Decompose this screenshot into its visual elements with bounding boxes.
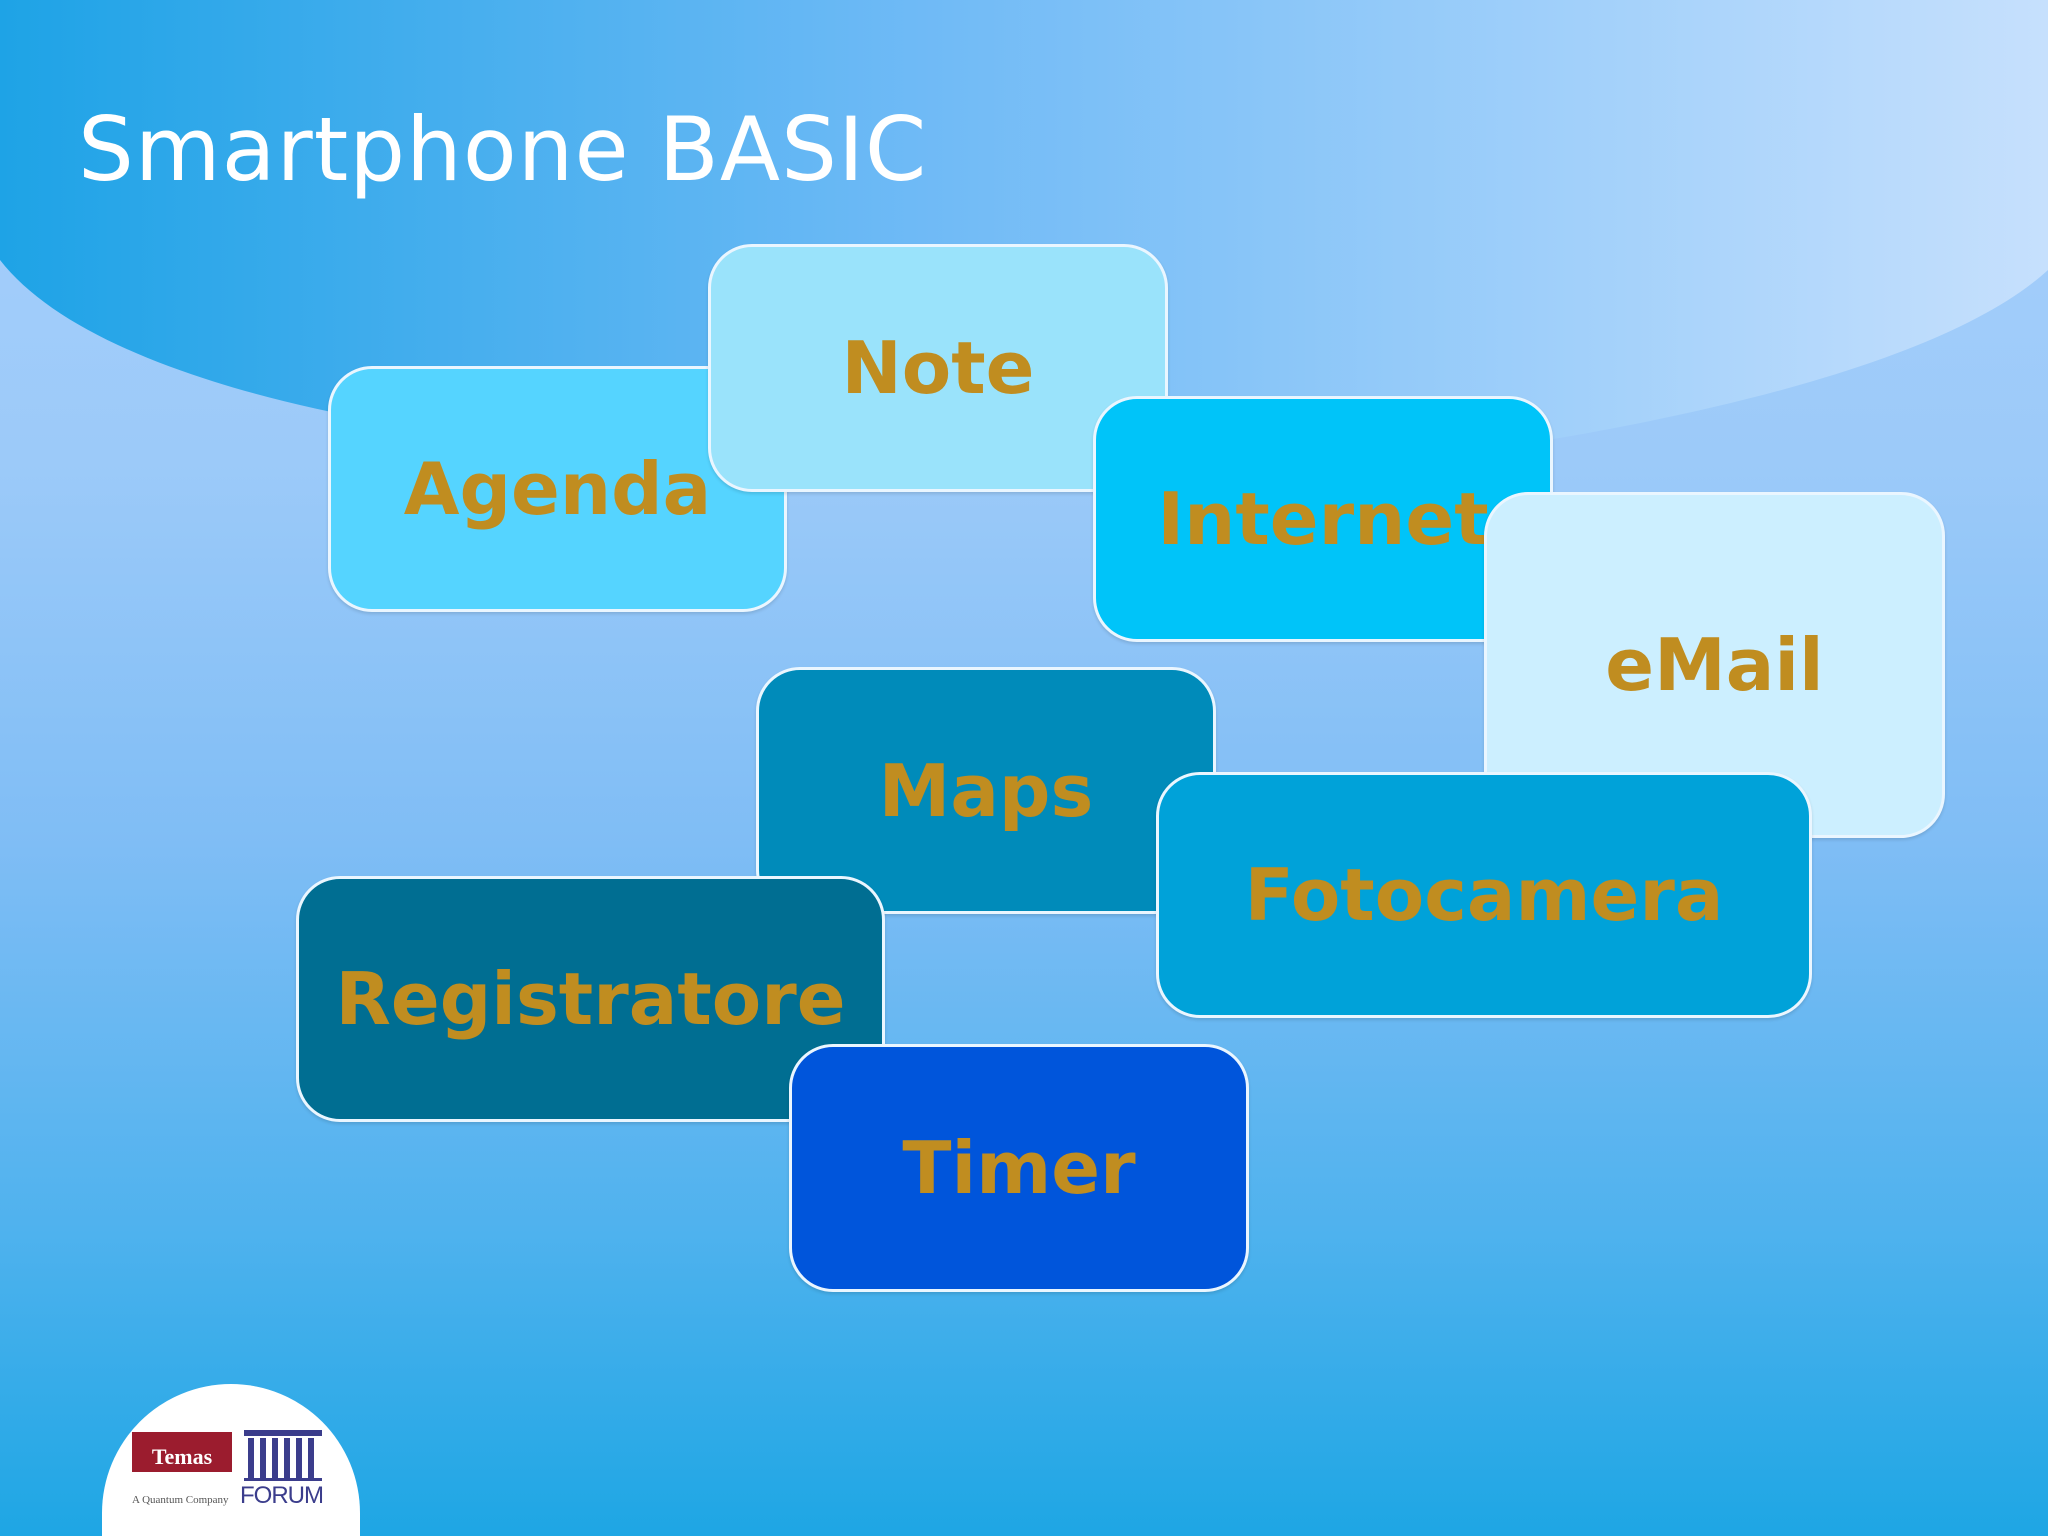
tile-internet: Internet bbox=[1093, 396, 1553, 642]
forum-building-icon bbox=[244, 1430, 322, 1481]
tile-label: Maps bbox=[878, 748, 1094, 833]
tile-label: Note bbox=[841, 326, 1035, 410]
temas-logo-text: Temas bbox=[151, 1444, 213, 1469]
temas-logo: Temas bbox=[132, 1432, 232, 1472]
tile-fotocamera: Fotocamera bbox=[1156, 772, 1812, 1018]
logo-area: Temas A Quantum Company FORUM bbox=[102, 1384, 360, 1536]
forum-logo-text: FORUM bbox=[240, 1482, 324, 1509]
tile-label: Fotocamera bbox=[1244, 853, 1724, 937]
slide-title: Smartphone BASIC bbox=[78, 98, 928, 201]
tile-label: Registratore bbox=[335, 957, 846, 1041]
logo-tagline: A Quantum Company bbox=[132, 1494, 229, 1506]
header-wave bbox=[0, 0, 2048, 464]
tile-label: Timer bbox=[902, 1126, 1136, 1210]
tile-label: eMail bbox=[1605, 623, 1824, 707]
tile-maps: Maps bbox=[756, 667, 1216, 914]
tile-registratore: Registratore bbox=[296, 876, 885, 1122]
tile-label: Agenda bbox=[403, 447, 712, 531]
tile-label: Internet bbox=[1157, 477, 1489, 561]
tile-note: Note bbox=[708, 244, 1168, 492]
tile-timer: Timer bbox=[789, 1044, 1249, 1292]
